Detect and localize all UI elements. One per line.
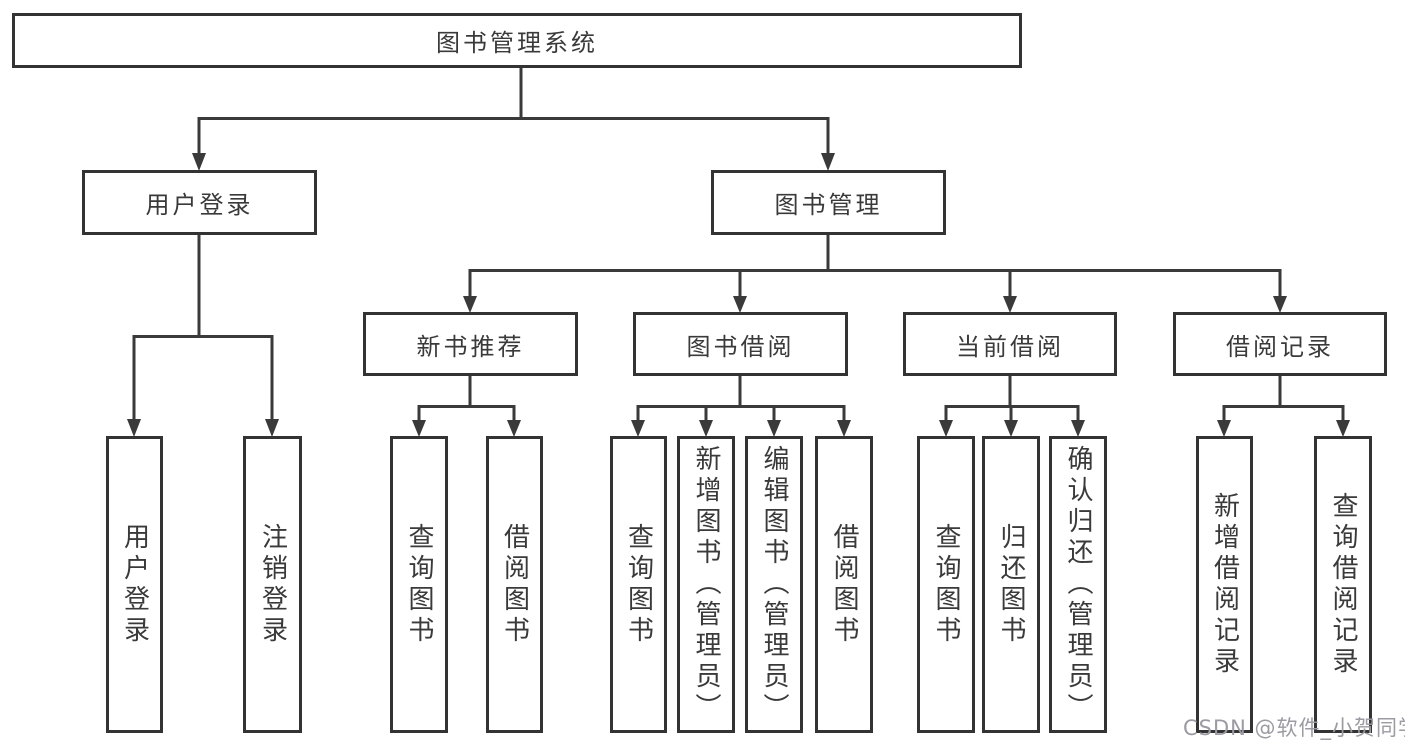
leaf-edit-book-admin: 编辑图书（管理员）: [745, 436, 803, 733]
leaf-query-borrow-record: 查询借阅记录: [1314, 436, 1372, 733]
leaf-add-book-admin: 新增图书（管理员）: [677, 436, 735, 733]
leaf-confirm-return-admin: 确认归还（管理员）: [1049, 436, 1107, 733]
node-borrow-records: 借阅记录: [1173, 312, 1387, 376]
leaf-add-borrow-record: 新增借阅记录: [1196, 436, 1253, 733]
leaf-return-books: 归还图书: [982, 436, 1040, 733]
leaf-query-books-recommend: 查询图书: [390, 436, 448, 733]
watermark: CSDN @软件_小贺同学: [1183, 716, 1405, 740]
node-current-borrow: 当前借阅: [903, 312, 1117, 376]
leaf-logout: 注销登录: [243, 436, 302, 733]
leaf-query-books-current: 查询图书: [917, 436, 975, 733]
leaf-borrow-books-recommend: 借阅图书: [486, 436, 543, 733]
leaf-user-login: 用户登录: [106, 436, 163, 733]
node-root: 图书管理系统: [12, 13, 1022, 68]
leaf-query-books-borrow: 查询图书: [610, 436, 667, 733]
node-user-login: 用户登录: [82, 170, 317, 235]
node-new-book-recommend: 新书推荐: [363, 312, 578, 376]
node-book-borrow: 图书借阅: [633, 312, 848, 376]
leaf-borrow-books-borrow: 借阅图书: [815, 436, 873, 733]
node-book-management: 图书管理: [711, 170, 946, 235]
